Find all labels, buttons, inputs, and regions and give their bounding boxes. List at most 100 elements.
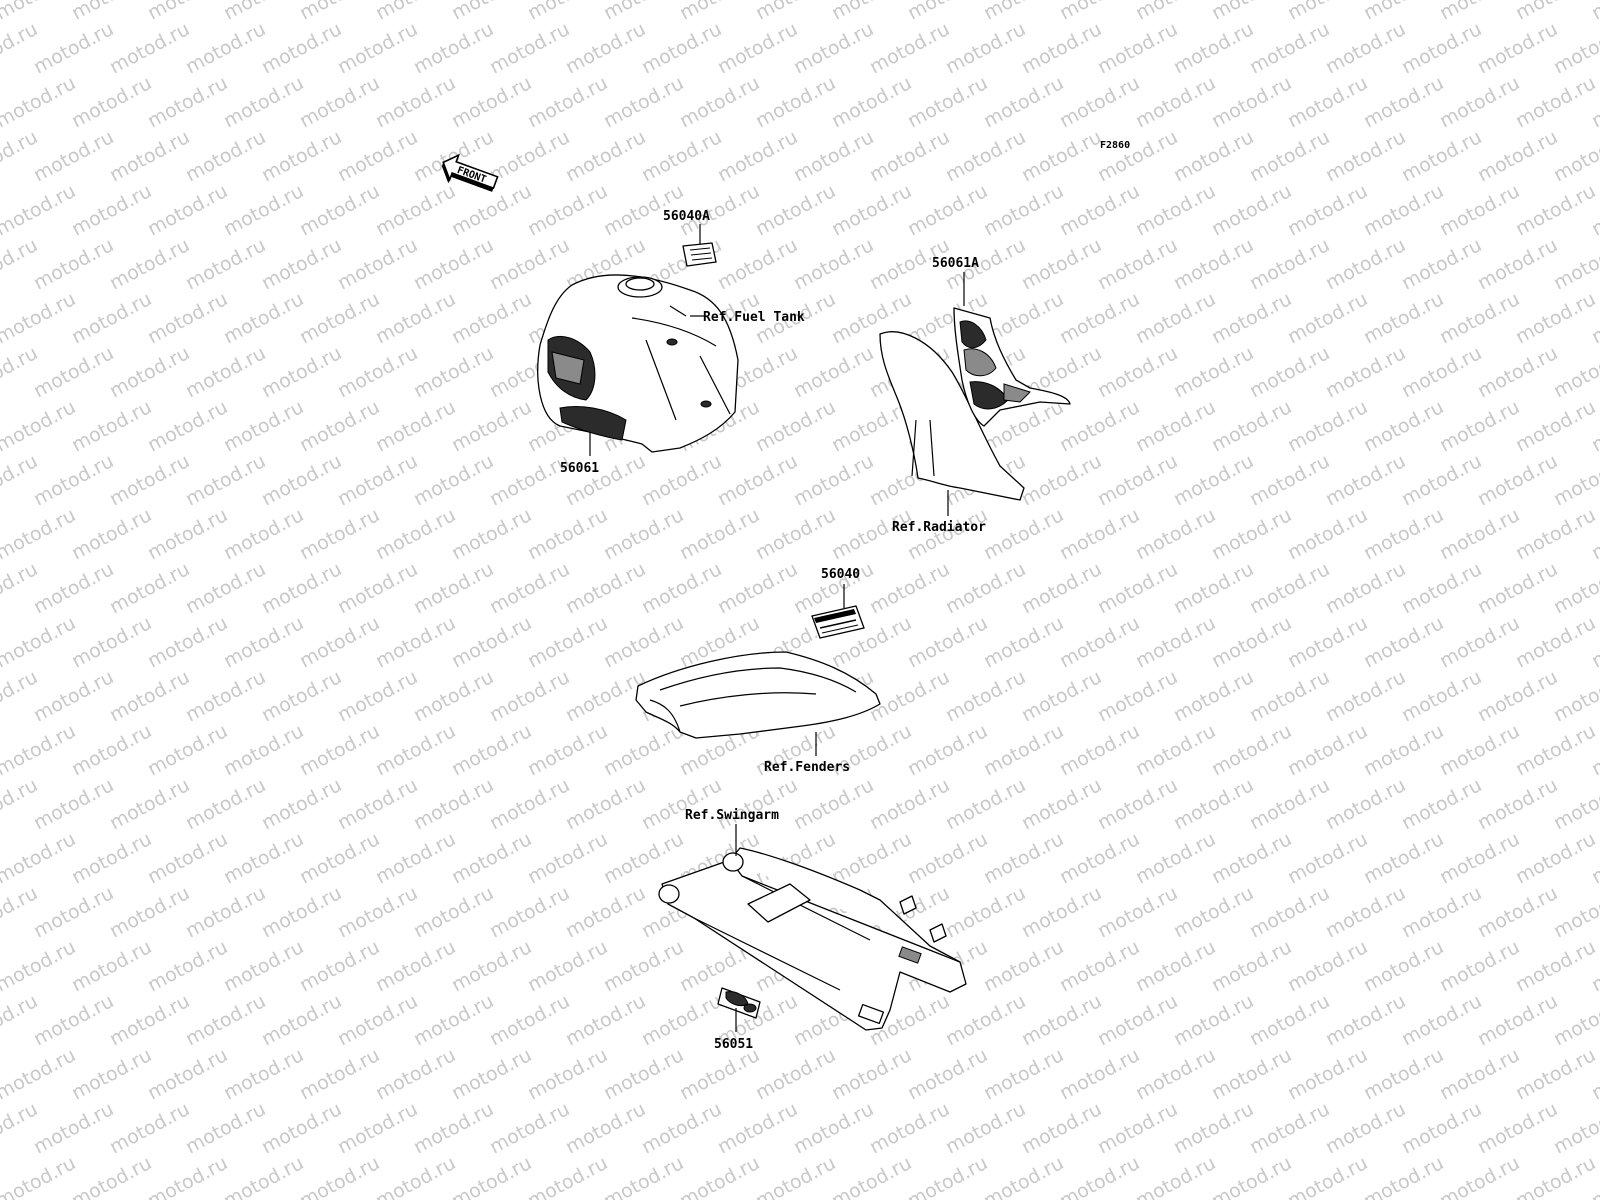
watermark-text: motod.ru (106, 450, 193, 510)
watermark-text: motod.ru (828, 0, 915, 24)
watermark-text: motod.ru (296, 72, 383, 132)
watermark-text: motod.ru (1474, 18, 1561, 78)
watermark-text: motod.ru (1474, 882, 1561, 942)
watermark-text: motod.ru (1170, 234, 1257, 294)
watermark-text: motod.ru (220, 288, 307, 348)
watermark-text: motod.ru (524, 72, 611, 132)
watermark-text: motod.ru (1398, 666, 1485, 726)
watermark-text: motod.ru (1474, 342, 1561, 402)
watermark-text: motod.ru (448, 612, 535, 672)
watermark-text: motod.ru (790, 126, 877, 186)
watermark-text: motod.ru (1398, 558, 1485, 618)
watermark-text: motod.ru (448, 396, 535, 456)
watermark-text: motod.ru (0, 396, 79, 456)
watermark-text: motod.ru (220, 828, 307, 888)
watermark-text: motod.ru (1398, 882, 1485, 942)
watermark-text: motod.ru (904, 720, 991, 780)
watermark-text: motod.ru (1170, 342, 1257, 402)
watermark-text: motod.ru (1246, 126, 1333, 186)
watermark-text: motod.ru (942, 126, 1029, 186)
watermark-text: motod.ru (1436, 720, 1523, 780)
watermark-text: motod.ru (1094, 126, 1181, 186)
watermark-text: motod.ru (1398, 18, 1485, 78)
watermark-text: motod.ru (1588, 0, 1600, 24)
rear-fender-drawing (635, 651, 881, 739)
decal-56040A (682, 242, 717, 267)
watermark-text: motod.ru (486, 18, 573, 78)
watermark-text: motod.ru (182, 882, 269, 942)
label-56061: 56061 (560, 461, 599, 476)
watermark-text: motod.ru (980, 180, 1067, 240)
watermark-text: motod.ru (372, 396, 459, 456)
watermark-text: motod.ru (182, 666, 269, 726)
watermark-text: motod.ru (1094, 450, 1181, 510)
watermark-text: motod.ru (1398, 990, 1485, 1050)
watermark-text: motod.ru (1132, 396, 1219, 456)
watermark-text: motod.ru (562, 558, 649, 618)
watermark-text: motod.ru (68, 1044, 155, 1104)
watermark-text: motod.ru (1094, 666, 1181, 726)
watermark-text: motod.ru (942, 882, 1029, 942)
watermark-text: motod.ru (866, 18, 953, 78)
watermark-text: motod.ru (486, 234, 573, 294)
watermark-text: motod.ru (334, 990, 421, 1050)
watermark-text: motod.ru (1246, 450, 1333, 510)
watermark-text: motod.ru (0, 72, 79, 132)
label-ref-radiator: Ref.Radiator (892, 520, 986, 535)
watermark-text: motod.ru (30, 990, 117, 1050)
watermark-text: motod.ru (1322, 126, 1409, 186)
watermark-text: motod.ru (1170, 774, 1257, 834)
watermark-text: motod.ru (220, 1152, 307, 1200)
watermark-text: motod.ru (1170, 666, 1257, 726)
watermark-text: motod.ru (0, 1044, 79, 1104)
watermark-text: motod.ru (1550, 774, 1600, 834)
watermark-text: motod.ru (30, 774, 117, 834)
watermark-text: motod.ru (1322, 666, 1409, 726)
watermark-text: motod.ru (980, 72, 1067, 132)
watermark-text: motod.ru (1474, 666, 1561, 726)
watermark-text: motod.ru (1360, 1044, 1447, 1104)
watermark-text: motod.ru (1322, 450, 1409, 510)
watermark-text: motod.ru (1322, 558, 1409, 618)
watermark-text: motod.ru (790, 774, 877, 834)
watermark-text: motod.ru (1360, 180, 1447, 240)
watermark-text: motod.ru (1094, 558, 1181, 618)
watermark-text: motod.ru (904, 180, 991, 240)
watermark-text: motod.ru (1512, 612, 1599, 672)
watermark-text: motod.ru (524, 936, 611, 996)
watermark-text: motod.ru (1246, 882, 1333, 942)
watermark-text: motod.ru (1550, 1098, 1600, 1158)
watermark-text: motod.ru (790, 234, 877, 294)
watermark-text: motod.ru (0, 180, 79, 240)
watermark-text: motod.ru (486, 450, 573, 510)
watermark-text: motod.ru (1132, 1152, 1219, 1200)
watermark-text: motod.ru (182, 558, 269, 618)
watermark-text: motod.ru (942, 18, 1029, 78)
watermark-text: motod.ru (334, 450, 421, 510)
watermark-text: motod.ru (1132, 0, 1219, 24)
watermark-text: motod.ru (486, 126, 573, 186)
watermark-text: motod.ru (942, 1098, 1029, 1158)
watermark-text: motod.ru (524, 1044, 611, 1104)
watermark-text: motod.ru (524, 504, 611, 564)
watermark-text: motod.ru (486, 558, 573, 618)
watermark-text: motod.ru (524, 828, 611, 888)
diagram-code: F2860 (1100, 140, 1130, 151)
watermark-text: motod.ru (980, 0, 1067, 24)
watermark-text: motod.ru (1474, 774, 1561, 834)
watermark-text: motod.ru (1360, 504, 1447, 564)
watermark-text: motod.ru (980, 1152, 1067, 1200)
watermark-text: motod.ru (1018, 1098, 1105, 1158)
watermark-text: motod.ru (1246, 1098, 1333, 1158)
watermark-text: motod.ru (1132, 720, 1219, 780)
watermark-text: motod.ru (714, 450, 801, 510)
watermark-text: motod.ru (1056, 180, 1143, 240)
watermark-text: motod.ru (372, 828, 459, 888)
watermark-text: motod.ru (1208, 396, 1295, 456)
watermark-text: motod.ru (258, 1098, 345, 1158)
watermark-text: motod.ru (1322, 882, 1409, 942)
watermark-text: motod.ru (220, 72, 307, 132)
watermark-text: motod.ru (524, 720, 611, 780)
watermark-text: motod.ru (1550, 234, 1600, 294)
watermark-text: motod.ru (68, 936, 155, 996)
